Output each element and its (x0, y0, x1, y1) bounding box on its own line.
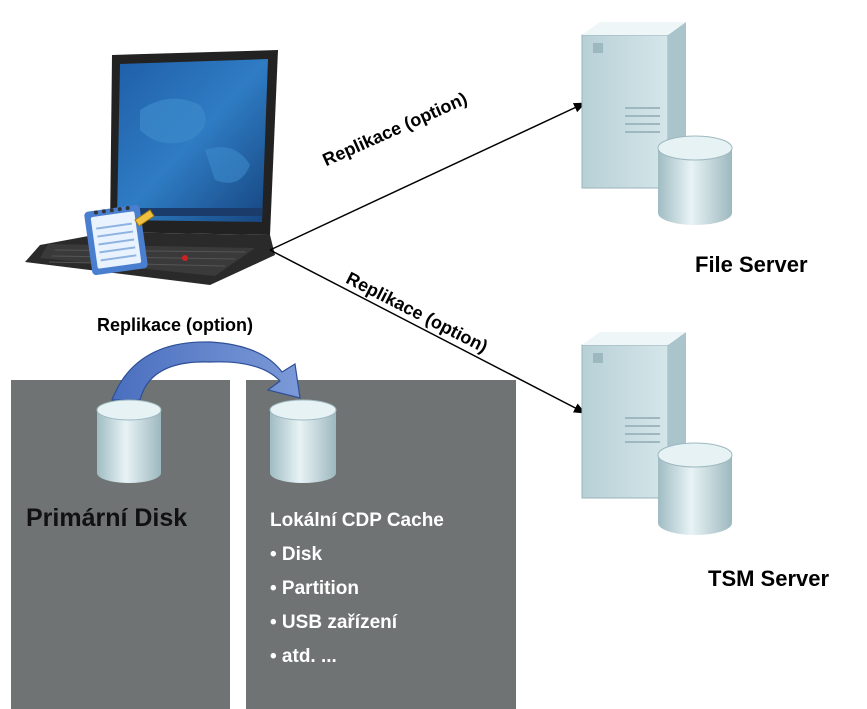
curved-replication-arrow (111, 341, 301, 401)
arrow-to-tsm-server (269, 249, 586, 414)
tsm-server-label: TSM Server (708, 566, 830, 591)
cdp-cache-title: Lokální CDP Cache (270, 510, 444, 531)
cache-item: • atd. ... (270, 646, 337, 667)
cache-item: • Partition (270, 578, 359, 599)
cdp-cache-disk-icon (269, 399, 337, 483)
tsm-server-icon (581, 332, 733, 535)
cdp-cache-content: Lokální CDP Cache • Disk • Partition • U… (270, 510, 444, 680)
file-server-icon (581, 22, 733, 225)
replication-label-local: Replikace (option) (97, 315, 254, 335)
file-server-label: File Server (695, 252, 808, 277)
cache-item: • USB zařízení (270, 612, 398, 633)
primary-disk-title: Primární Disk (26, 504, 188, 532)
primary-disk-icon (96, 399, 162, 483)
arrow-to-file-server (269, 102, 586, 251)
laptop-icon (25, 50, 278, 285)
cache-item: • Disk (270, 544, 323, 565)
